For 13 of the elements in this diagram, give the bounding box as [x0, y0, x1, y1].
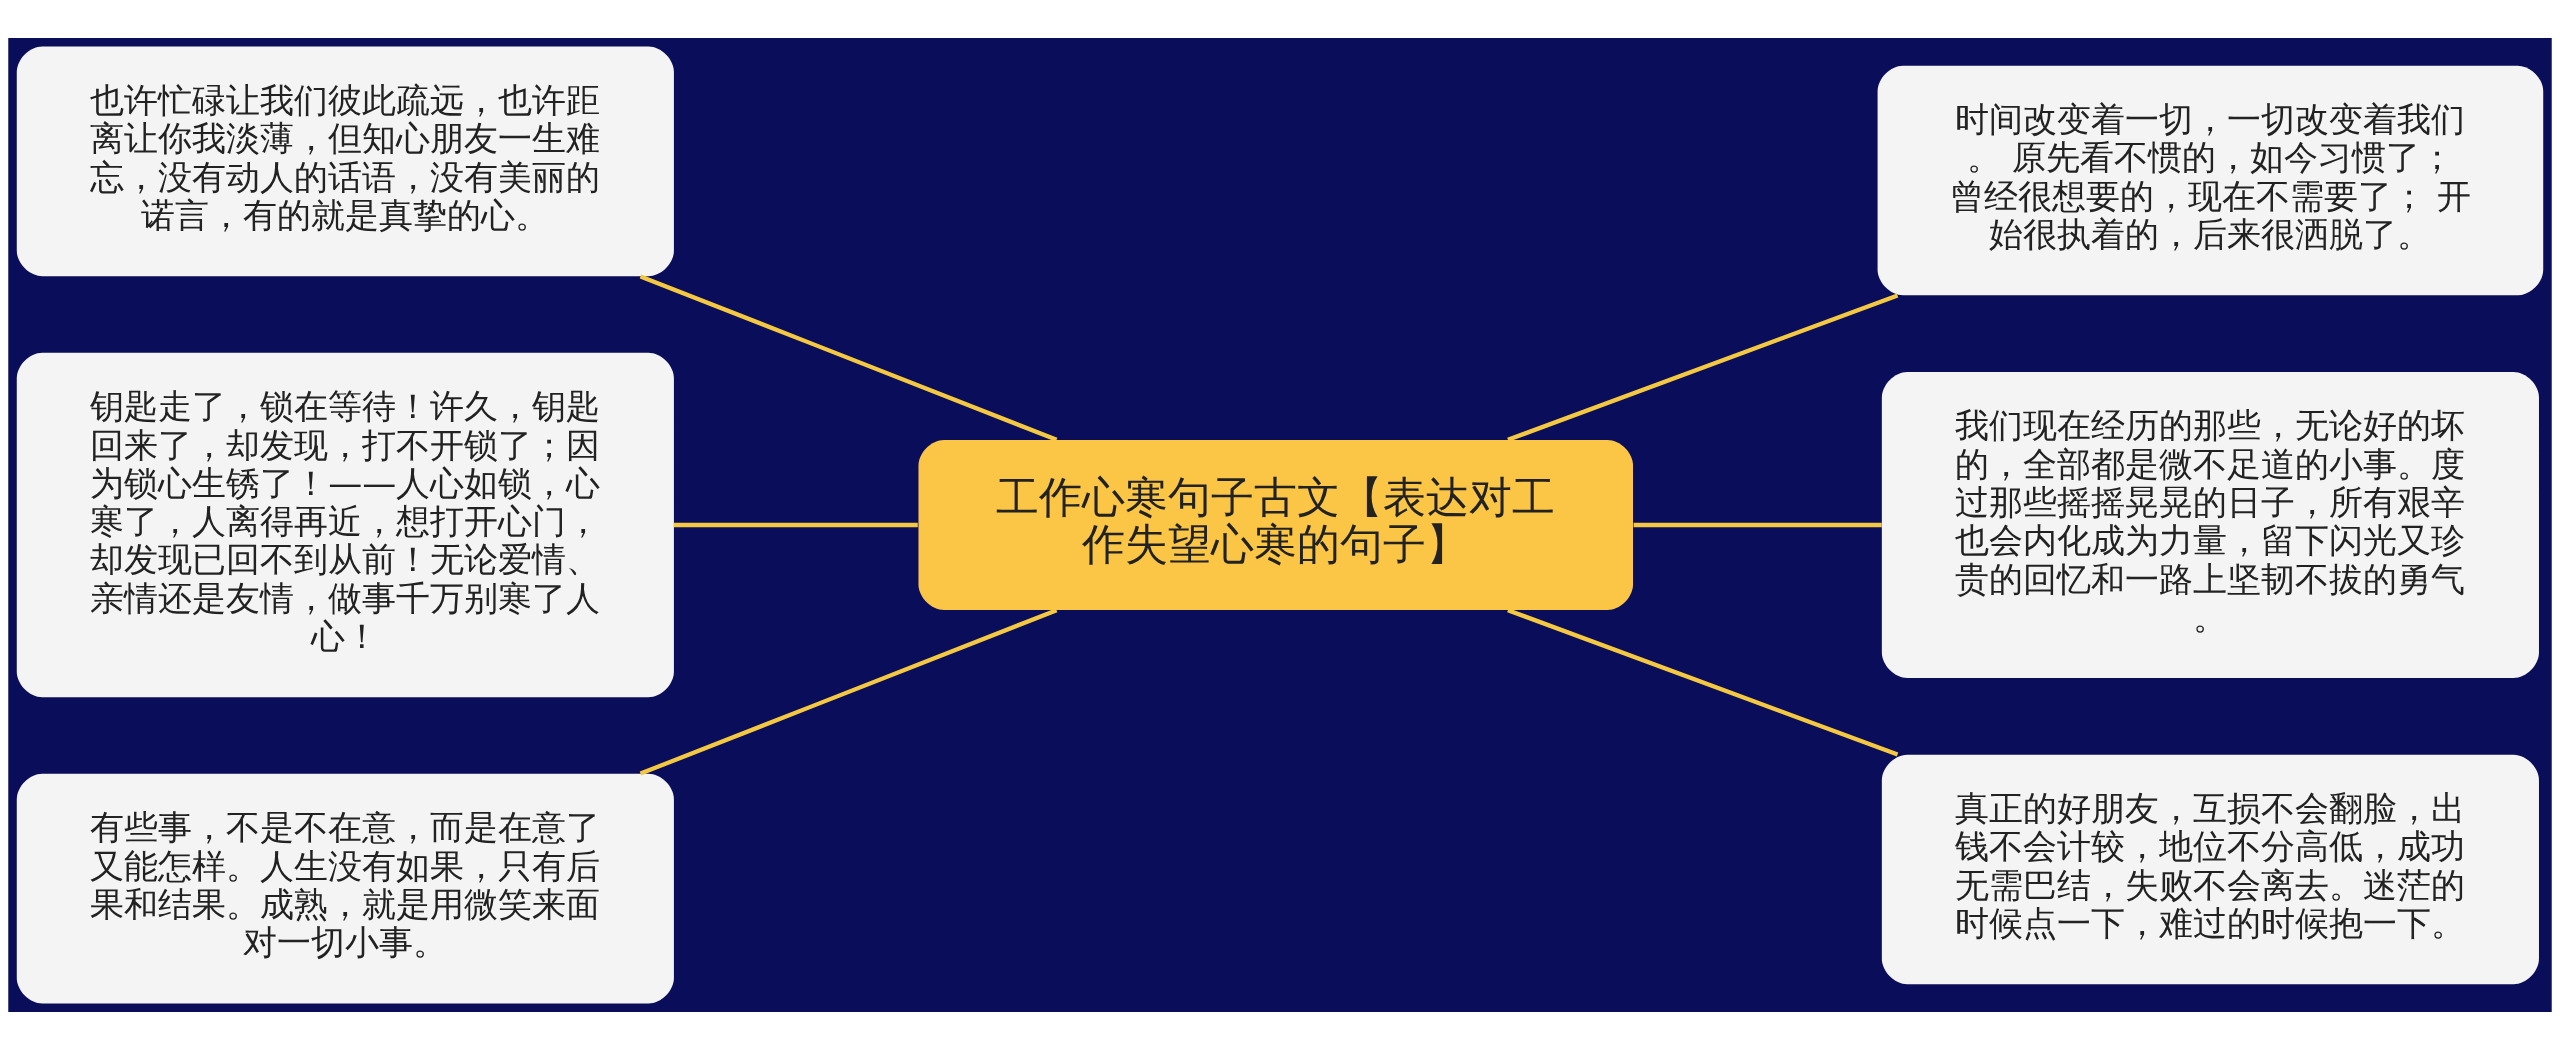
- connector: [1633, 522, 1882, 528]
- connector: [1507, 293, 1899, 442]
- node-box: 也许忙碌让我们彼此疏远，也许距离让你我淡薄，但知心朋友一生难忘，没有动人的话语，没有美丽的诺言，有的就是真挚的心。: [16, 46, 674, 277]
- connector: [639, 608, 1058, 776]
- node-box: 钥匙走了，锁在等待！许久，钥匙回来了，却发现，打不开锁了；因为锁心生锈了！——人心如锁，心寒了，人离得再近，想打开心门，却发现已回不到从前！无论爱情、亲情还是友情，做事千万别寒了人心！: [16, 352, 674, 698]
- node-box: 真正的好朋友，互损不会翻脸，出钱不会计较，地位不分高低，成功无需巴结，失败不会离去。迷茫的时候点一下，难过的时候抱一下。: [1881, 754, 2539, 985]
- node-box: 工作心寒句子古文【表达对工作失望心寒的句子】: [918, 439, 1633, 611]
- node-box: 有些事，不是不在意，而是在意了又能怎样。人生没有如果，只有后果和结果。成熟，就是用微笑来面对一切小事。: [16, 773, 674, 1004]
- node-box: 我们现在经历的那些，无论好的坏的，全部都是微不足道的小事。度过那些摇摇晃晃的日子，所有艰辛也会内化成为力量，留下闪光又珍贵的回忆和一路上坚韧不拔的勇气。: [1881, 371, 2539, 679]
- connector: [674, 522, 918, 528]
- connector: [1507, 608, 1899, 757]
- node-box: 时间改变着一切，一切改变着我们。 原先看不惯的，如今习惯了；曾经很想要的，现在不需要了； 开始很执着的，后来很洒脱了。: [1877, 65, 2544, 296]
- connector: [639, 274, 1058, 442]
